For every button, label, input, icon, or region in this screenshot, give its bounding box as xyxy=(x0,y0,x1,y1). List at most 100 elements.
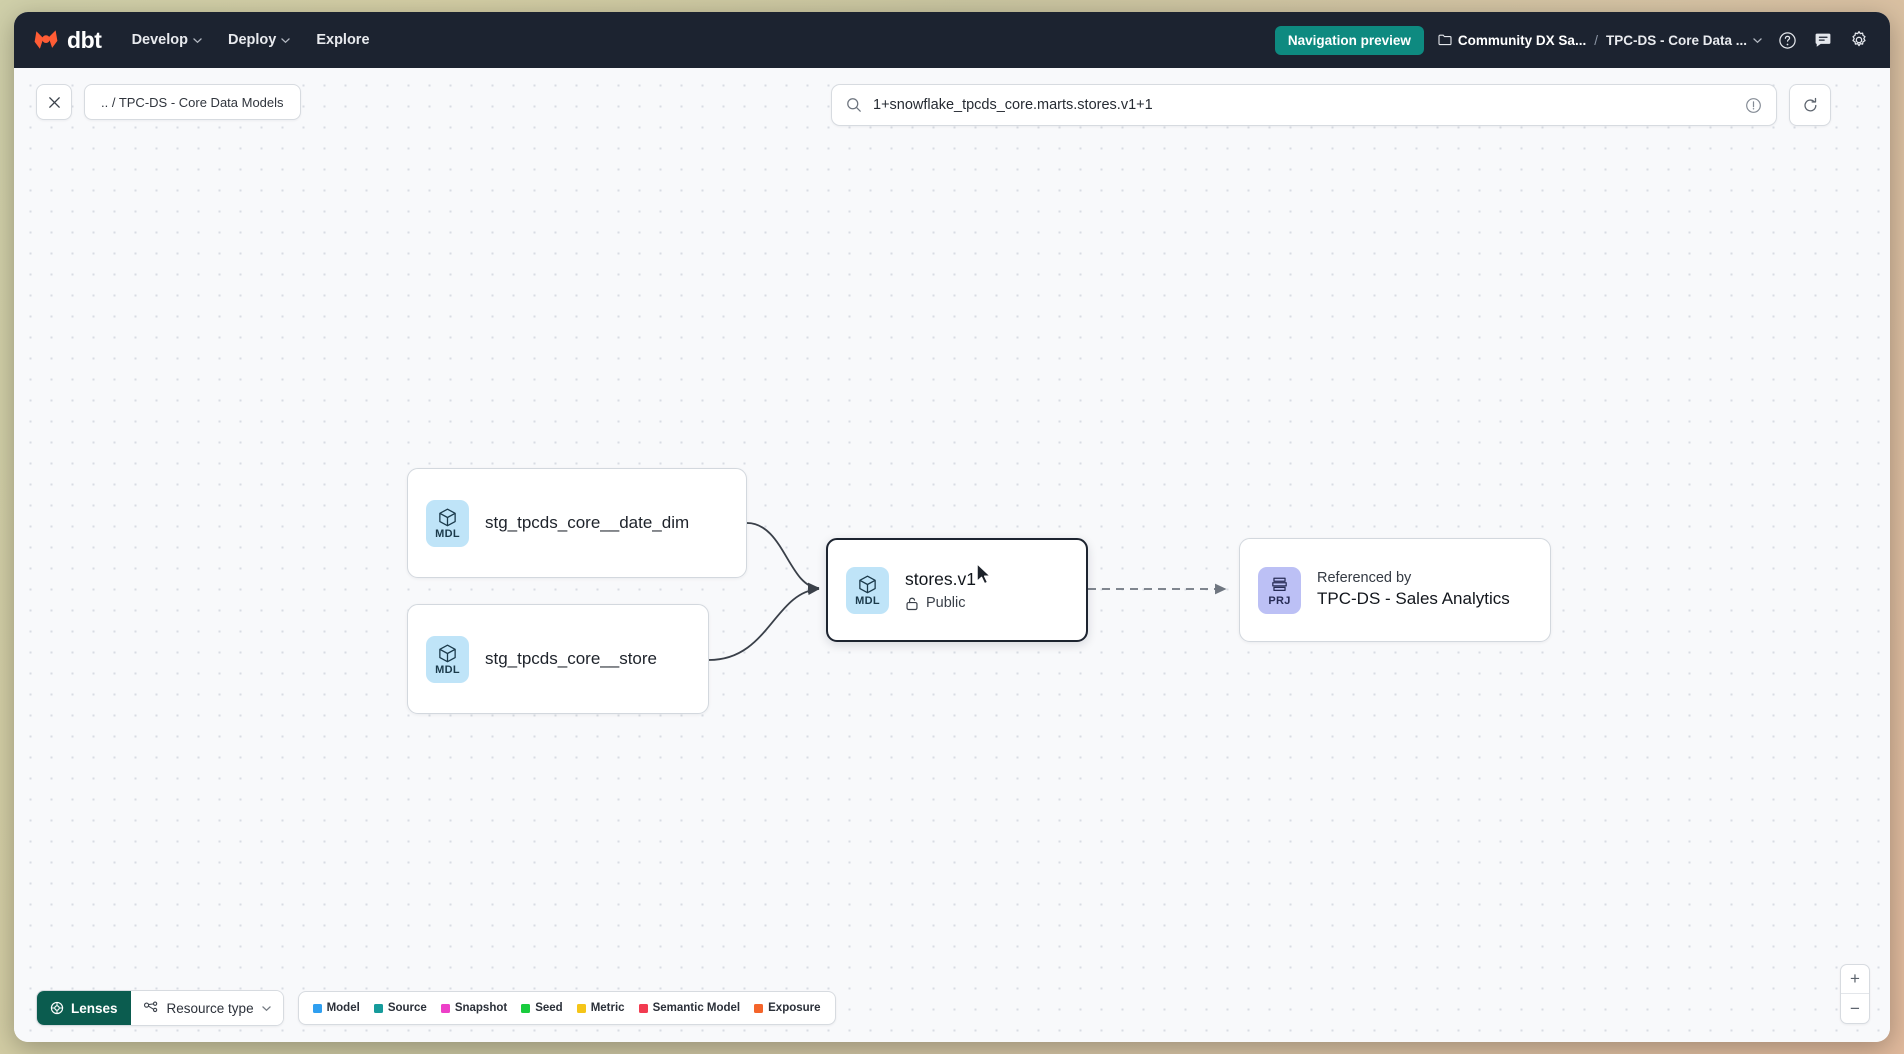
lenses-button[interactable]: Lenses xyxy=(37,991,131,1025)
chevron-down-icon xyxy=(281,36,290,45)
legend-item-exposure[interactable]: Exposure xyxy=(754,1002,820,1014)
node-access-row: Public xyxy=(905,595,976,611)
unlock-icon xyxy=(905,596,919,611)
primary-nav: Develop Deploy Explore xyxy=(132,32,370,48)
legend-item-seed[interactable]: Seed xyxy=(521,1002,563,1014)
dbt-logo[interactable]: dbt xyxy=(32,26,102,54)
legend-swatch xyxy=(313,1004,322,1013)
node-title: TPC-DS - Sales Analytics xyxy=(1317,588,1510,611)
lenses-button-label: Lenses xyxy=(71,1001,118,1016)
resource-type-label: Resource type xyxy=(167,1001,254,1016)
navigation-preview-button[interactable]: Navigation preview xyxy=(1275,26,1424,55)
lineage-node-stg-tpcds-core-store[interactable]: MDL stg_tpcds_core__store xyxy=(407,604,709,714)
legend-item-source[interactable]: Source xyxy=(374,1002,427,1014)
node-text-stack: Referenced by TPC-DS - Sales Analytics xyxy=(1317,569,1510,612)
cube-icon xyxy=(857,574,878,595)
legend-item-snapshot[interactable]: Snapshot xyxy=(441,1002,507,1014)
node-title: stores.v1 xyxy=(905,569,976,590)
model-badge-label: MDL xyxy=(435,665,460,676)
dbt-logo-text: dbt xyxy=(67,27,102,54)
node-access-label: Public xyxy=(926,595,966,611)
resource-type-dropdown[interactable]: Resource type xyxy=(131,991,283,1025)
breadcrumb-project[interactable]: TPC-DS - Core Data ... xyxy=(1606,33,1762,48)
legend-label: Snapshot xyxy=(455,1002,507,1014)
model-badge-label: MDL xyxy=(435,529,460,540)
legend-swatch xyxy=(639,1004,648,1013)
chevron-down-icon xyxy=(193,36,202,45)
info-circle-icon[interactable] xyxy=(1745,97,1762,114)
legend-swatch xyxy=(374,1004,383,1013)
legend-label: Source xyxy=(388,1002,427,1014)
node-kicker: Referenced by xyxy=(1317,569,1510,589)
lineage-node-stores-v1[interactable]: MDL stores.v1 Public xyxy=(826,538,1088,642)
legend-label: Model xyxy=(327,1002,360,1014)
legend-label: Metric xyxy=(591,1002,625,1014)
search-icon xyxy=(846,97,862,113)
help-icon[interactable] xyxy=(1776,29,1798,51)
gear-icon[interactable] xyxy=(1848,29,1870,51)
chevron-down-icon xyxy=(262,1004,271,1013)
dbt-logo-icon xyxy=(32,26,60,54)
lens-icon xyxy=(50,1001,64,1015)
lineage-search-box[interactable] xyxy=(831,84,1777,126)
nav-item-develop-label: Develop xyxy=(132,32,188,48)
lineage-breadcrumb-button[interactable]: .. / TPC-DS - Core Data Models xyxy=(84,84,301,120)
nav-item-explore[interactable]: Explore xyxy=(316,32,369,48)
nav-item-deploy[interactable]: Deploy xyxy=(228,32,290,48)
node-title: stg_tpcds_core__store xyxy=(485,649,657,669)
nodes-icon xyxy=(143,1001,159,1016)
legend-swatch xyxy=(754,1004,763,1013)
graph-bottom-toolbar: Lenses Resource type xyxy=(36,990,836,1026)
model-badge: MDL xyxy=(426,500,469,547)
breadcrumb-separator: / xyxy=(1594,33,1598,48)
nav-item-explore-label: Explore xyxy=(316,32,369,48)
lineage-node-stg-tpcds-core-date-dim[interactable]: MDL stg_tpcds_core__date_dim xyxy=(407,468,747,578)
layers-icon xyxy=(1269,574,1290,595)
model-badge-label: MDL xyxy=(855,596,880,607)
top-navigation-bar: dbt Develop Deploy Explore Navigation pr… xyxy=(14,12,1890,68)
lineage-node-referenced-by-project[interactable]: PRJ Referenced by TPC-DS - Sales Analyti… xyxy=(1239,538,1551,642)
node-text-stack: stores.v1 Public xyxy=(905,569,976,611)
breadcrumb-account-label: Community DX Sa... xyxy=(1458,33,1586,48)
lineage-search-group xyxy=(831,84,1831,126)
zoom-out-button[interactable]: − xyxy=(1841,994,1869,1023)
nav-item-deploy-label: Deploy xyxy=(228,32,276,48)
resource-type-legend: Model Source Snapshot Seed xyxy=(298,991,836,1025)
legend-label: Exposure xyxy=(768,1002,820,1014)
search-input[interactable] xyxy=(873,97,1734,113)
refresh-icon xyxy=(1802,97,1819,114)
refresh-lineage-button[interactable] xyxy=(1789,84,1831,126)
graph-toolbar: .. / TPC-DS - Core Data Models xyxy=(36,84,301,120)
legend-item-model[interactable]: Model xyxy=(313,1002,360,1014)
zoom-in-button[interactable]: + xyxy=(1841,965,1869,994)
lenses-control-group: Lenses Resource type xyxy=(36,990,284,1026)
legend-swatch xyxy=(577,1004,586,1013)
project-badge: PRJ xyxy=(1258,567,1301,614)
breadcrumb-account[interactable]: Community DX Sa... xyxy=(1438,33,1586,48)
top-nav-right-group: Navigation preview Community DX Sa... / … xyxy=(1275,26,1870,55)
close-icon xyxy=(47,95,62,110)
legend-swatch xyxy=(521,1004,530,1013)
lineage-canvas[interactable]: .. / TPC-DS - Core Data Models xyxy=(14,68,1890,1042)
model-badge: MDL xyxy=(846,567,889,614)
folder-icon xyxy=(1438,34,1452,46)
zoom-controls: + − xyxy=(1840,964,1870,1024)
legend-item-semantic-model[interactable]: Semantic Model xyxy=(639,1002,741,1014)
legend-item-metric[interactable]: Metric xyxy=(577,1002,625,1014)
legend-label: Seed xyxy=(535,1002,563,1014)
cube-icon xyxy=(437,643,458,664)
breadcrumb-project-label: TPC-DS - Core Data ... xyxy=(1606,33,1747,48)
close-lineage-button[interactable] xyxy=(36,84,72,120)
node-title: stg_tpcds_core__date_dim xyxy=(485,513,689,533)
legend-label: Semantic Model xyxy=(653,1002,741,1014)
breadcrumb: Community DX Sa... / TPC-DS - Core Data … xyxy=(1438,33,1762,48)
nav-item-develop[interactable]: Develop xyxy=(132,32,202,48)
legend-swatch xyxy=(441,1004,450,1013)
feedback-icon[interactable] xyxy=(1812,29,1834,51)
cube-icon xyxy=(437,507,458,528)
browser-window: dbt Develop Deploy Explore Navigation pr… xyxy=(14,12,1890,1042)
model-badge: MDL xyxy=(426,636,469,683)
chevron-down-icon xyxy=(1753,36,1762,45)
project-badge-label: PRJ xyxy=(1268,596,1290,607)
